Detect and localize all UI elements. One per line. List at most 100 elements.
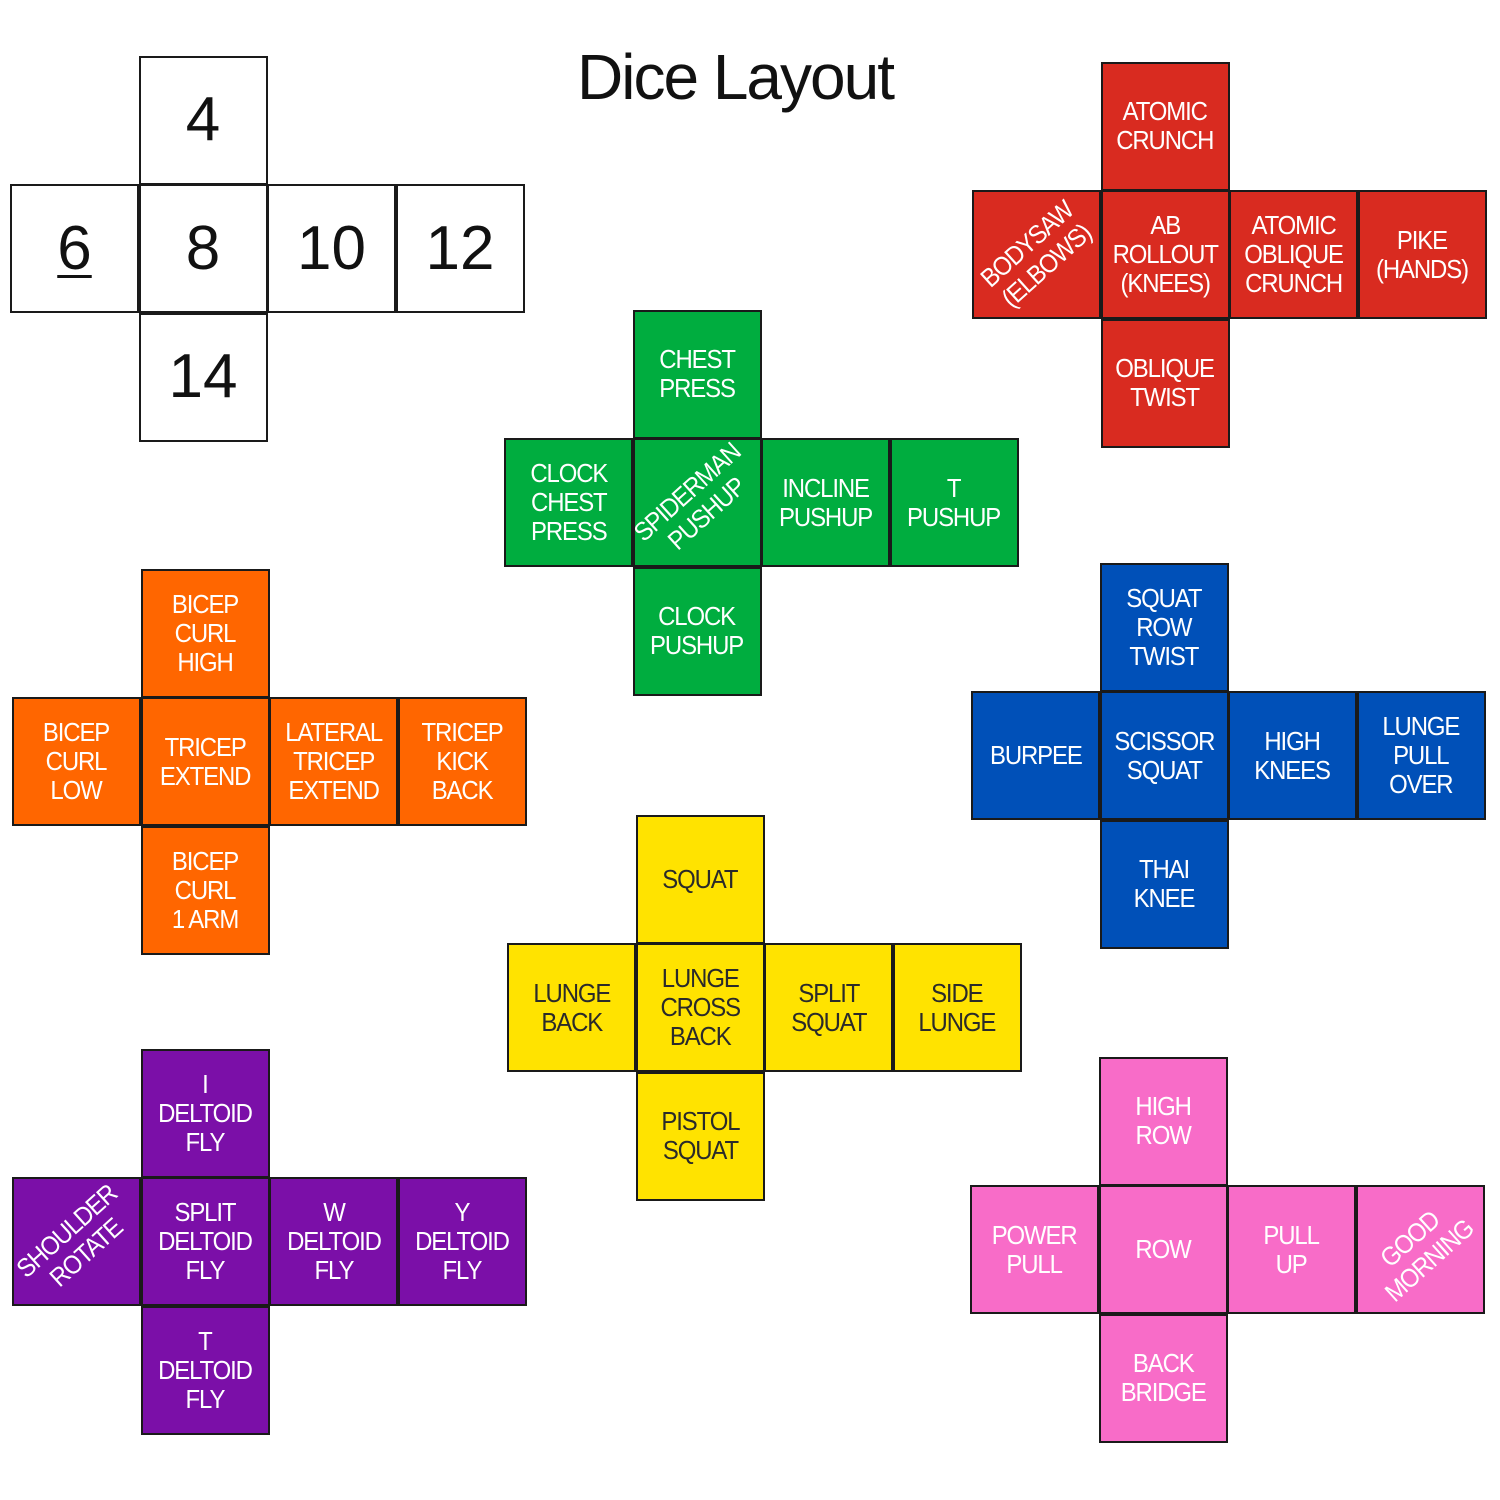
face-label: 12: [426, 217, 495, 280]
face-label-line: PRESS: [659, 373, 736, 403]
face-label-line: LUNGE: [661, 963, 740, 993]
face-label-line: OBLIQUE: [1244, 239, 1344, 269]
face-label-line: PULL: [1263, 1219, 1321, 1250]
face-label-line: DELTOID: [158, 1226, 253, 1256]
face-label-line: LUNGE: [1382, 711, 1461, 741]
face-left: BODYSAW(ELBOWS): [972, 190, 1101, 319]
face-left: BURPEE: [971, 691, 1100, 820]
face-label-line: SQUAT: [662, 1135, 738, 1165]
face-label-line: SQUAT: [662, 863, 738, 894]
face-label-line: CRUNCH: [1116, 125, 1214, 155]
face-far-right: 12: [395, 184, 525, 313]
face-label-line: UP: [1275, 1248, 1308, 1279]
face-label: 4: [186, 89, 220, 151]
face-top: 4: [138, 55, 268, 185]
face-label-line: TRICEP: [292, 746, 375, 776]
face-label-line: CURL: [174, 874, 237, 905]
face-label-line: CHEST: [659, 344, 736, 374]
face-label-line: T: [198, 1325, 213, 1356]
face-label-line: ROW: [1136, 611, 1192, 642]
face-label-line: DELTOID: [415, 1226, 510, 1256]
face-label-line: 10: [297, 213, 366, 283]
face-label-line: T: [947, 472, 962, 503]
face-label-line: CLOCK: [530, 458, 608, 488]
face-label-line: PRESS: [530, 516, 608, 546]
face-label: 10: [297, 213, 366, 283]
face-far-right: PIKE(HANDS): [1357, 190, 1487, 319]
face-center: ROW: [1098, 1185, 1228, 1314]
face-label-line: SQUAT: [1126, 582, 1202, 613]
face-label-line: FLY: [185, 1255, 226, 1285]
face-label: PIKE(HANDS): [1376, 225, 1469, 284]
face-bottom: 14: [138, 312, 268, 442]
face-label-line: CLOCK: [658, 601, 737, 631]
face-label-line: CURL: [174, 617, 237, 648]
face-label-line: 6: [57, 213, 92, 283]
face-label-line: PISTOL: [660, 1106, 740, 1136]
face-label-line: BACK: [431, 775, 494, 805]
face-label-line: I: [202, 1068, 209, 1099]
face-label-line: PUSHUP: [650, 630, 744, 660]
face-label-line: (HANDS): [1376, 253, 1469, 284]
face-label-line: BICEP: [171, 588, 239, 619]
face-label-line: FLY: [185, 1126, 226, 1157]
face-label-line: PULL: [1006, 1248, 1064, 1279]
face-label: BODYSAW(ELBOWS): [974, 194, 1098, 314]
face-label-line: HIGH: [1264, 725, 1321, 756]
face-label-line: KICK: [436, 746, 489, 776]
face-label-line: SPLIT: [798, 977, 860, 1008]
face-label-line: ROW: [1135, 1234, 1191, 1264]
face-label-line: PUSHUP: [907, 501, 1001, 532]
face-label-line: BACK: [669, 1021, 732, 1051]
face-label-line: BICEP: [171, 845, 239, 876]
face-label-line: FLY: [185, 1383, 226, 1414]
face-label-line: PUSHUP: [778, 501, 873, 532]
face-label-line: 8: [185, 213, 221, 283]
face-label: BURPEE: [990, 741, 1083, 770]
face-label-line: HIGH: [1135, 1091, 1191, 1121]
face-label-line: PULL: [1393, 740, 1450, 770]
face-label-line: OVER: [1389, 769, 1453, 799]
